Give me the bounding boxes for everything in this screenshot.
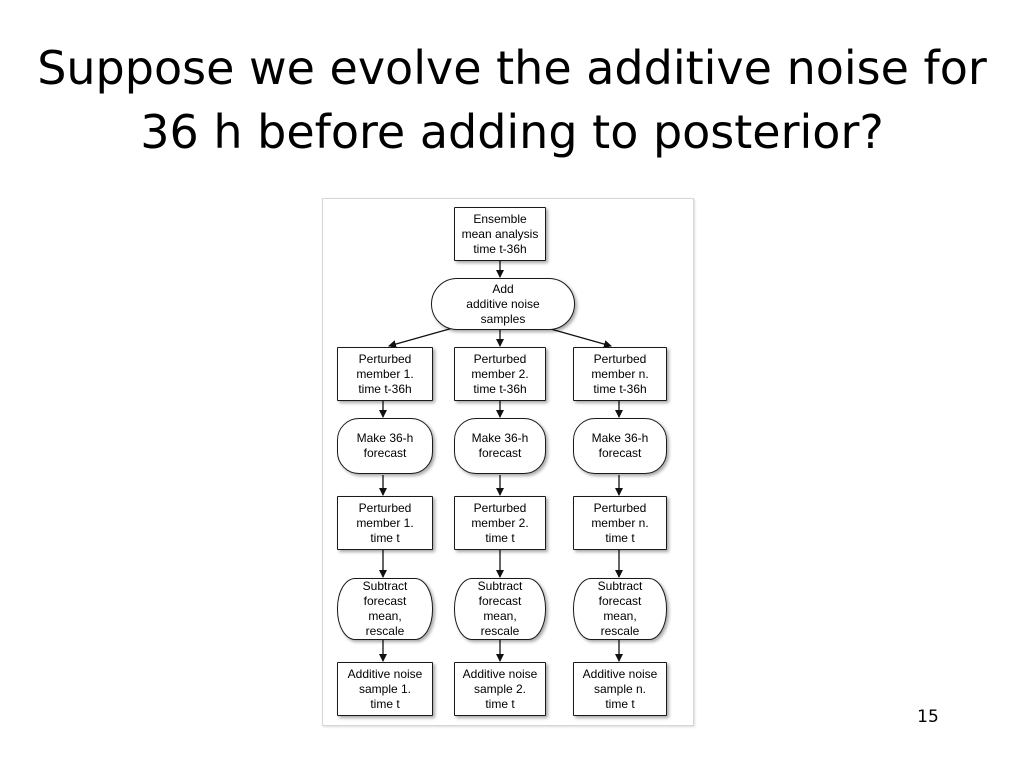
perturbed-member-2-end-node: Perturbed member 2. time t [454,496,546,550]
perturbed-member-n-end-label: Perturbed member n. time t [591,500,649,545]
additive-noise-sample-2-node: Additive noise sample 2. time t [454,662,546,716]
ensemble-mean-analysis-node: Ensemble mean analysis time t-36h [454,207,546,261]
perturbed-member-2-start-label: Perturbed member 2. time t-36h [471,351,529,396]
perturbed-member-n-end-node: Perturbed member n. time t [573,496,667,550]
add-additive-noise-label: Add additive noise samples [466,281,540,326]
arrow-add-to-member-1 [388,325,461,348]
title-line-1: Suppose we evolve the additive noise for [37,41,987,95]
perturbed-member-2-end-label: Perturbed member 2. time t [471,500,529,545]
ensemble-mean-analysis-label: Ensemble mean analysis time t-36h [461,211,539,256]
add-additive-noise-node: Add additive noise samples [431,278,575,330]
additive-noise-sample-1-label: Additive noise sample 1. time t [347,666,423,711]
subtract-mean-1-label: Subtract forecast mean, rescale [362,579,408,638]
additive-noise-sample-1-node: Additive noise sample 1. time t [337,662,433,716]
subtract-mean-2-node: Subtract forecast mean, rescale [454,578,546,640]
subtract-mean-2-label: Subtract forecast mean, rescale [477,579,523,638]
subtract-mean-n-node: Subtract forecast mean, rescale [573,578,667,640]
perturbed-member-1-end-node: Perturbed member 1. time t [337,496,433,550]
forecast-n-node: Make 36-h forecast [573,418,667,474]
perturbed-member-2-start-node: Perturbed member 2. time t-36h [454,347,546,401]
additive-noise-sample-n-node: Additive noise sample n. time t [573,662,667,716]
forecast-1-label: Make 36-h forecast [356,431,414,460]
flowchart-diagram: Ensemble mean analysis time t-36h Add ad… [322,198,694,726]
slide-page-number: 15 [917,707,939,727]
subtract-mean-1-node: Subtract forecast mean, rescale [337,578,433,640]
perturbed-member-1-start-node: Perturbed member 1. time t-36h [337,347,433,401]
additive-noise-sample-n-label: Additive noise sample n. time t [582,666,658,711]
title-line-2: 36 h before adding to posterior? [140,105,884,159]
perturbed-member-n-start-label: Perturbed member n. time t-36h [591,351,649,396]
subtract-mean-n-label: Subtract forecast mean, rescale [597,579,643,638]
perturbed-member-n-start-node: Perturbed member n. time t-36h [573,347,667,401]
additive-noise-sample-2-label: Additive noise sample 2. time t [462,666,538,711]
forecast-2-label: Make 36-h forecast [471,431,529,460]
forecast-n-label: Make 36-h forecast [591,431,649,460]
forecast-2-node: Make 36-h forecast [454,418,546,474]
perturbed-member-1-start-label: Perturbed member 1. time t-36h [356,351,414,396]
perturbed-member-1-end-label: Perturbed member 1. time t [356,500,414,545]
slide-title: Suppose we evolve the additive noise for… [0,36,1024,164]
forecast-1-node: Make 36-h forecast [337,418,433,474]
